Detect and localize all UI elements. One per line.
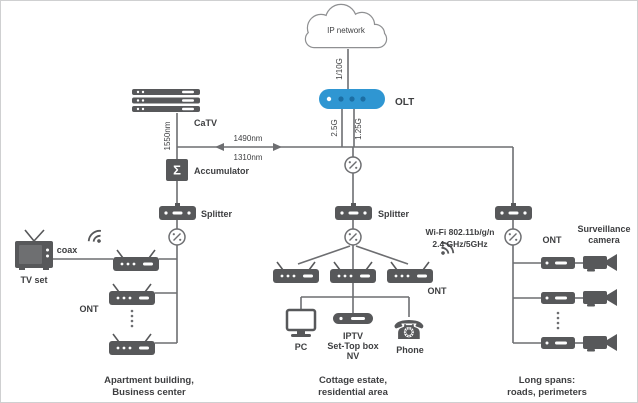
caption-right-line2: roads, perimeters	[507, 387, 587, 398]
splitter-left-label: Splitter	[201, 209, 233, 219]
ont-router-icon	[108, 333, 156, 356]
ont-box-icon	[541, 292, 575, 304]
wavelength-1550-label: 1550nm	[163, 121, 172, 150]
olt-device	[319, 89, 385, 109]
vertical-ellipsis-icon	[130, 309, 134, 328]
link-2-5g-label: 2.5G	[330, 119, 339, 136]
catv-headend-icon	[132, 89, 200, 112]
pc-icon	[285, 308, 317, 339]
caption-right-line1: Long spans:	[519, 375, 575, 386]
splitter-center-label: Splitter	[378, 209, 410, 219]
splitter-center-icon	[335, 203, 372, 220]
wifi-band-label: 2.4 GHz/5GHz	[432, 239, 487, 249]
coupler-node-icon	[504, 228, 522, 246]
stb-label-line2: Set-Top box	[327, 341, 378, 351]
ont-router-icon	[272, 261, 320, 284]
surveillance-label-line1: Surveillance	[577, 224, 630, 234]
ont-center-label: ONT	[428, 286, 448, 296]
wavelength-1310-label: 1310nm	[234, 153, 263, 162]
coupler-node-icon	[344, 156, 362, 174]
link-1-25g-label: 1.25G	[354, 118, 363, 140]
coax-label: coax	[57, 245, 78, 255]
sigma-icon: Σ	[173, 163, 181, 178]
catv-label: CaTV	[194, 118, 217, 128]
stb-label-line1: IPTV	[343, 331, 363, 341]
ont-router-icon	[108, 283, 156, 306]
surveillance-label-line2: camera	[588, 235, 621, 245]
accumulator-icon: Σ	[166, 159, 188, 181]
splitter-right-icon	[495, 203, 532, 220]
ont-box-icon	[541, 257, 575, 269]
splitter-left-icon	[159, 203, 196, 220]
ip-network-label: IP network	[327, 26, 366, 35]
vertical-ellipsis-icon	[556, 311, 560, 330]
caption-left-line2: Business center	[112, 387, 186, 398]
caption-center-line1: Cottage estate,	[319, 375, 387, 386]
wifi-signal-icon	[85, 227, 108, 249]
wifi-standard-label: Wi-Fi 802.11b/g/n	[426, 227, 495, 237]
phone-icon: ☎	[393, 315, 425, 345]
surveillance-camera-icon	[583, 289, 617, 307]
link-1-10g-label: 1/10G	[335, 58, 344, 80]
phone-label: Phone	[396, 345, 424, 355]
accumulator-label: Accumulator	[194, 166, 250, 176]
tv-set-label: TV set	[20, 275, 47, 285]
caption-left-line1: Apartment building,	[104, 375, 194, 386]
set-top-box-icon	[333, 313, 373, 324]
ont-router-icon	[386, 261, 434, 284]
ont-left-label: ONT	[80, 304, 100, 314]
surveillance-camera-icon	[583, 334, 617, 352]
olt-label: OLT	[395, 97, 414, 108]
pc-label: PC	[295, 342, 308, 352]
ont-right-label: ONT	[543, 235, 563, 245]
ip-network-cloud: IP network	[304, 3, 388, 49]
ont-box-icon	[541, 337, 575, 349]
coupler-node-icon	[344, 228, 362, 246]
wavelength-1490-label: 1490nm	[234, 134, 263, 143]
surveillance-camera-icon	[583, 254, 617, 272]
tv-set-icon	[14, 229, 54, 271]
ont-router-icon	[112, 249, 160, 272]
stb-label-line3: NV	[347, 351, 360, 361]
coupler-node-icon	[168, 228, 186, 246]
caption-center-line2: residential area	[318, 387, 388, 398]
wavelength-arrows	[215, 143, 282, 151]
